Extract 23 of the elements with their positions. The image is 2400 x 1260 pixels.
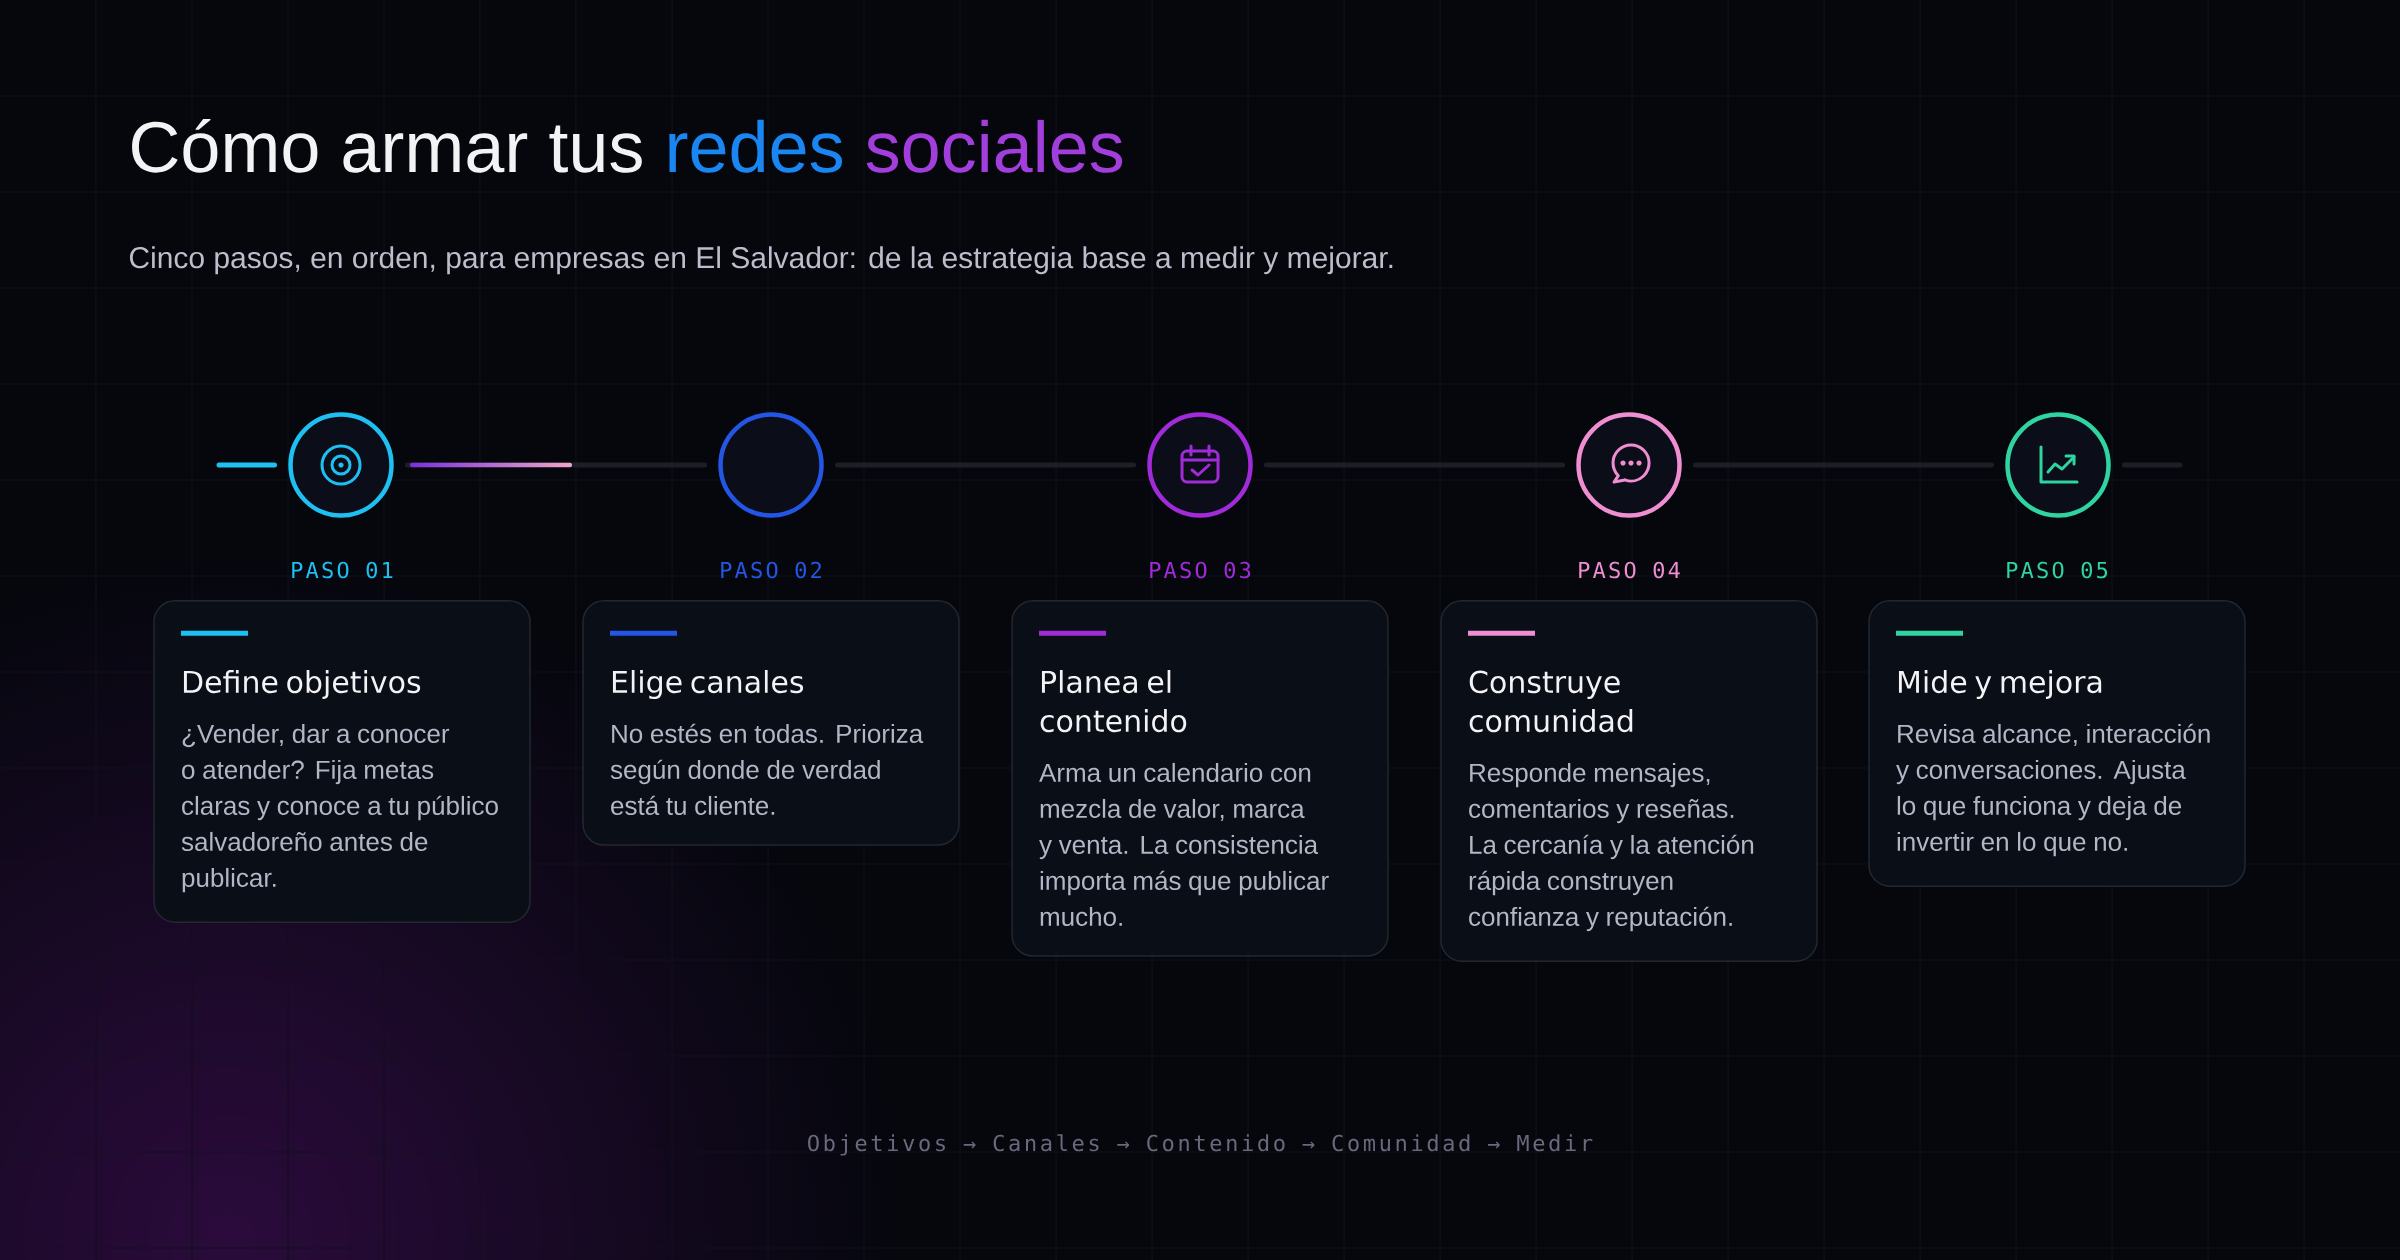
card-title: Elige canales	[612, 670, 804, 699]
step-label: PASO 02	[721, 561, 821, 579]
step-label: PASO 01	[292, 561, 393, 579]
step-circle	[1147, 412, 1253, 518]
step-label: PASO 04	[1579, 561, 1680, 579]
card-text: ¿Vender, dar a conocer o atender? Fija metas claras y conoce a tu público salvadoreño antes de publicar.	[181, 723, 498, 893]
card-title: Mide y mejora	[1898, 670, 2102, 699]
title: Cómo armar tus redes sociales	[132, 119, 1123, 173]
card-text: Revisa alcance, interacción y conversaciones. Ajusta lo que funciona y deja de invertir en lo que no.	[1896, 723, 2210, 857]
step-circle	[288, 412, 394, 518]
card-text: No estés en todas. Prioriza según donde de verdad está tu cliente.	[610, 723, 924, 815]
subtitle: Cinco pasos, en orden, para empresas en El Salvador: de la estrategia base a medir y mejorar.	[129, 246, 1393, 275]
card-text: Arma un calendario con mezcla de valor, marca y venta. La consistencia importa más que publicar mucho.	[1039, 762, 1329, 926]
step-circle	[1576, 412, 1682, 518]
step-label: PASO 03	[1150, 561, 1251, 579]
footer-text: Objetivos → Canales → Contenido → Comunidad → Medir	[808, 1134, 1593, 1156]
card-title: Define objetivos	[183, 670, 421, 699]
card-title: Construye comunidad	[1469, 670, 1633, 733]
step-circle	[2005, 412, 2111, 518]
step-circle	[718, 412, 824, 518]
card-text: Responde mensajes, comentarios y reseñas. La cercanía y la atención rápida construyen confianza y reputación.	[1469, 762, 1754, 932]
card-title: Planea el contenido	[1040, 670, 1187, 733]
step-label: PASO 05	[2007, 561, 2108, 579]
